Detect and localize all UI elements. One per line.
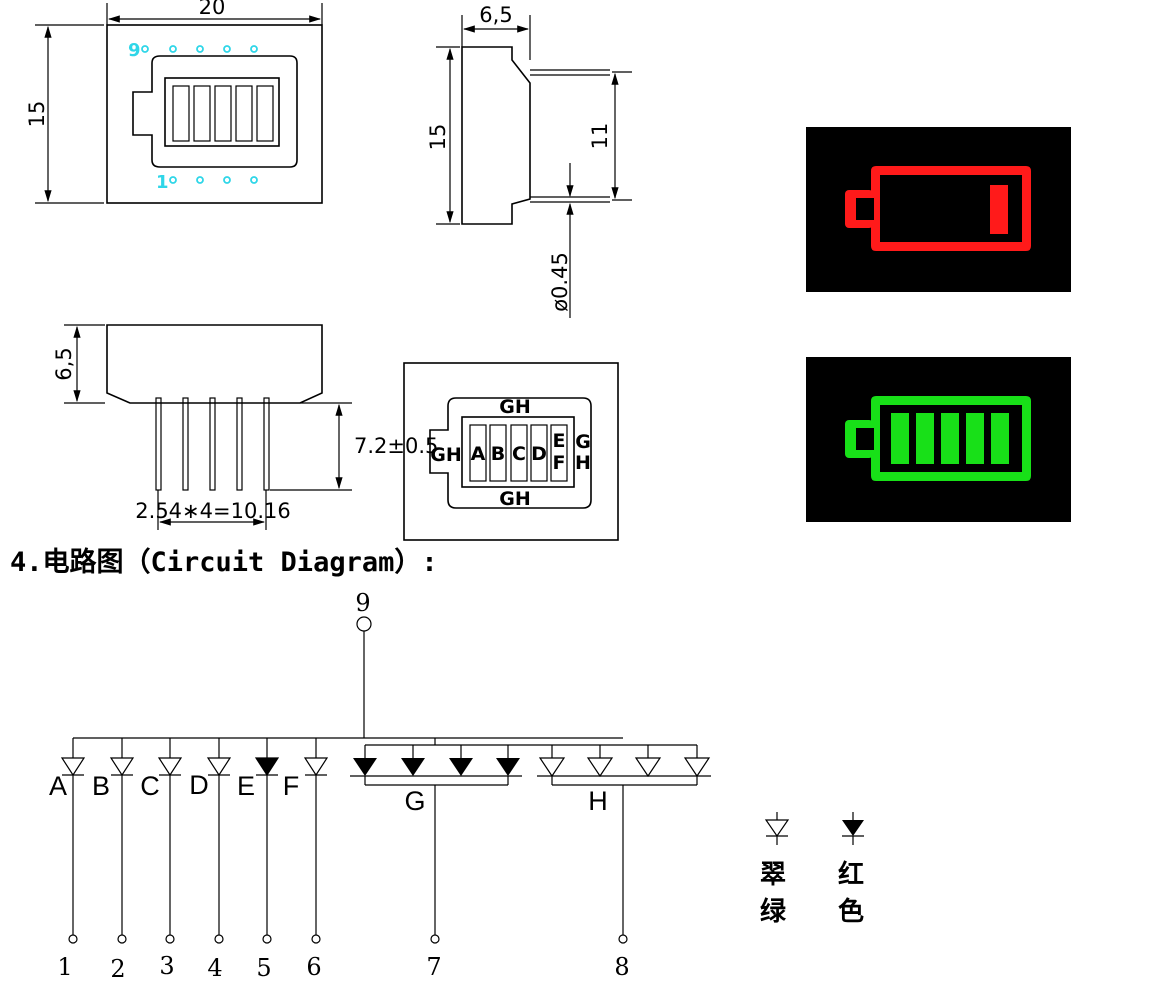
seg-f-label: F bbox=[553, 452, 566, 474]
circuit-label-g: G bbox=[404, 786, 425, 816]
diode-group-h bbox=[537, 745, 711, 935]
circuit-label-e: E bbox=[237, 771, 255, 801]
circuit-label-c: C bbox=[140, 771, 160, 801]
circuit-label-d: D bbox=[189, 770, 209, 800]
side-depth-dim: 6,5 bbox=[479, 3, 512, 27]
seg-left-label: GH bbox=[430, 444, 462, 466]
legend-green-text-2: 绿 bbox=[760, 897, 787, 927]
pin-number-3: 3 bbox=[159, 952, 174, 980]
diode-a bbox=[60, 738, 86, 935]
seg-top-label: GH bbox=[499, 396, 531, 418]
circuit-label-f: F bbox=[283, 771, 300, 801]
seg-c-label: C bbox=[512, 443, 526, 465]
side-pin-diameter-dim: ø0.45 bbox=[548, 252, 572, 312]
segment-battery-outline bbox=[429, 397, 592, 509]
pin-number-1: 1 bbox=[57, 953, 72, 981]
pin-1-label: 1 bbox=[156, 172, 169, 193]
seg-b-label: B bbox=[491, 443, 505, 465]
seg-bottom-label: GH bbox=[499, 488, 531, 510]
front-height-dim: 15 bbox=[25, 101, 49, 128]
legend-green-text-1: 翠 bbox=[760, 860, 786, 890]
pin-number-5: 5 bbox=[256, 954, 271, 982]
legend-green-diode-icon bbox=[764, 812, 790, 845]
segment-view-frame bbox=[403, 362, 619, 541]
bottom-pitch-dim: 2.54∗4=10.16 bbox=[135, 499, 290, 523]
diode-c bbox=[157, 738, 183, 935]
pin-number-6: 6 bbox=[306, 953, 321, 981]
circuit-diagram: 9 bbox=[49, 589, 711, 983]
circuit-heading: 4.电路图（Circuit Diagram）: bbox=[10, 546, 438, 578]
bottom-body bbox=[106, 324, 323, 404]
segment-view: GH GH GH A B C D E F G H bbox=[403, 362, 619, 541]
pin-number-7: 7 bbox=[426, 953, 441, 981]
seg-d-label: D bbox=[531, 443, 547, 465]
front-body bbox=[106, 24, 323, 204]
diode-f bbox=[303, 738, 329, 935]
side-height-dim: 15 bbox=[426, 124, 450, 151]
pin-9-label: 9 bbox=[128, 40, 141, 61]
seg-e-label: E bbox=[553, 430, 566, 452]
low-battery-outline bbox=[871, 166, 1031, 251]
side-view: 6,5 15 11 ø0.45 bbox=[426, 3, 632, 318]
side-pin-span-dim: 11 bbox=[588, 123, 612, 150]
seg-a-label: A bbox=[471, 443, 486, 465]
diode-group-g bbox=[350, 745, 522, 935]
seg-right-h-label: H bbox=[575, 452, 591, 474]
preview-low-battery bbox=[806, 127, 1071, 292]
seg-right-g-label: G bbox=[575, 431, 591, 453]
bottom-view: 6,5 7.2±0.5 2.54∗4=10.16 bbox=[52, 324, 438, 530]
diode-d bbox=[206, 738, 232, 935]
low-battery-bar bbox=[990, 185, 1008, 234]
side-body bbox=[461, 46, 531, 225]
pin-number-8: 8 bbox=[614, 953, 629, 981]
legend-red-diode-icon bbox=[842, 812, 864, 845]
legend-red-text-1: 红 bbox=[838, 859, 864, 890]
common-pin-terminal bbox=[356, 616, 372, 632]
circuit-label-b: B bbox=[92, 771, 110, 801]
pin-number-4: 4 bbox=[207, 954, 222, 982]
circuit-label-a: A bbox=[49, 771, 67, 801]
bottom-height-dim: 6,5 bbox=[52, 347, 76, 380]
pin-number-2: 2 bbox=[110, 955, 125, 983]
diode-e bbox=[254, 738, 280, 935]
legend-red-text-2: 色 bbox=[838, 896, 864, 927]
front-width-dim: 20 bbox=[199, 0, 226, 19]
front-view: 20 15 9 1 bbox=[25, 0, 323, 204]
bottom-pin-length-dim: 7.2±0.5 bbox=[354, 434, 438, 458]
common-pin-label: 9 bbox=[355, 589, 370, 617]
diode-b bbox=[109, 738, 135, 935]
front-battery-outline bbox=[132, 55, 298, 168]
full-battery-outline bbox=[871, 396, 1031, 481]
preview-full-battery bbox=[806, 357, 1071, 522]
circuit-label-h: H bbox=[588, 786, 608, 816]
legend: 翠 绿 红 色 bbox=[760, 812, 864, 927]
